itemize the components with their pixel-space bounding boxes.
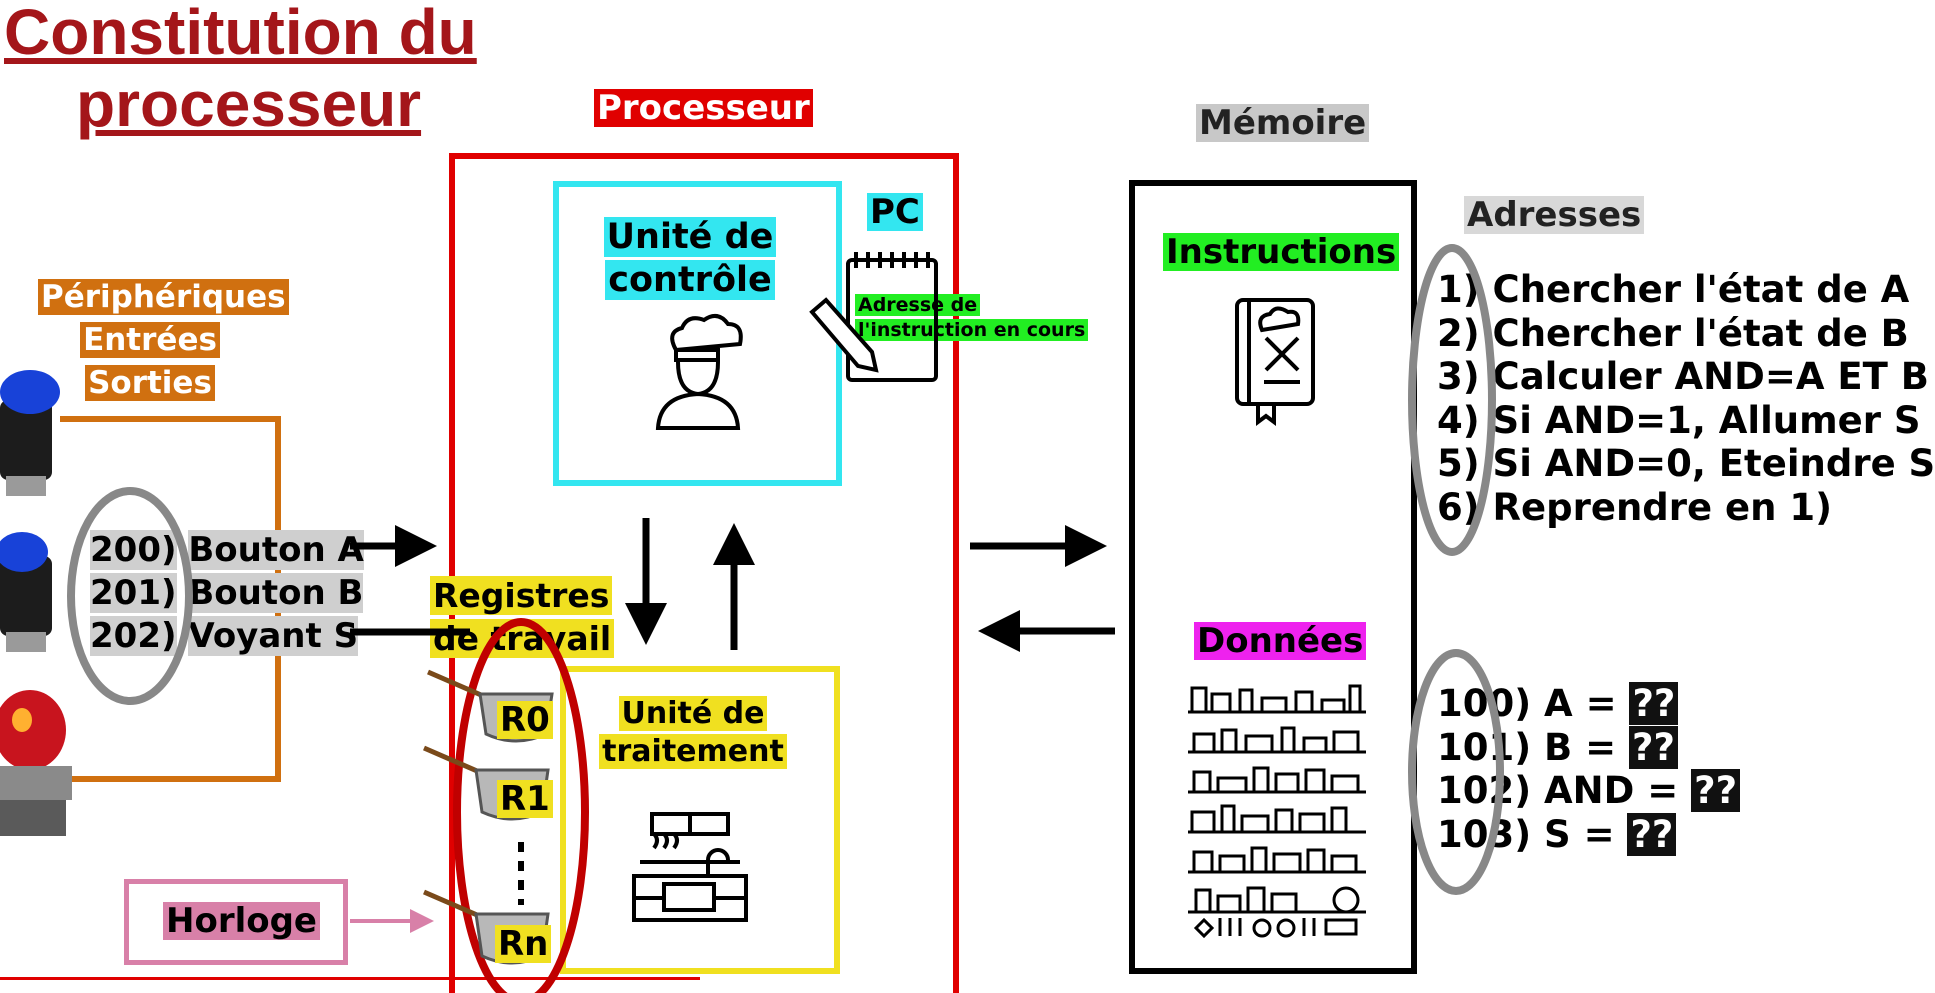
bottom-line (0, 977, 700, 980)
instruction-number: 4) (1437, 398, 1480, 442)
instruction-address-list: 1) Chercher l'état de A 2) Chercher l'ét… (1437, 268, 1935, 529)
register-oval (453, 618, 589, 993)
peripheral-item: 201) Bouton B (90, 572, 364, 615)
control-unit-label: Unité de contrôle (600, 216, 780, 302)
processor-label: Processeur (594, 89, 813, 127)
processor-box (449, 153, 959, 993)
data-name: S = (1544, 812, 1615, 856)
data-value: ?? (1629, 682, 1679, 725)
instruction-text: Si AND=1, Allumer S (1492, 398, 1921, 442)
clock-box (124, 879, 348, 965)
stove-icon (632, 812, 748, 922)
register-rn-label: Rn (495, 925, 552, 963)
instruction-item: 5) Si AND=0, Eteindre S (1437, 442, 1935, 486)
control-unit-line2: contrôle (605, 260, 775, 300)
data-address-oval (1408, 649, 1504, 895)
data-name: A = (1544, 682, 1617, 725)
peripheral-address-oval (67, 487, 193, 705)
data-address-list: 100) A = ?? 101) B = ?? 102) AND = ?? 10… (1437, 682, 1741, 857)
clock-label: Horloge (163, 902, 320, 940)
pantry-shelves-icon (1188, 684, 1366, 939)
instruction-text: Si AND=0, Eteindre S (1492, 442, 1935, 485)
peripheral-name: Bouton A (188, 530, 364, 570)
data-value: ?? (1627, 812, 1677, 856)
peripheral-name: Voyant S (188, 616, 359, 656)
instruction-address-oval (1408, 244, 1496, 556)
instruction-text: Chercher l'état de B (1492, 311, 1909, 355)
instructions-label: Instructions (1163, 233, 1400, 271)
memory-label: Mémoire (1196, 104, 1370, 142)
registers-line1: Registres (430, 576, 613, 615)
control-unit-line1: Unité de (603, 217, 777, 257)
instruction-text: Chercher l'état de A (1492, 268, 1910, 311)
peripheral-item: 202) Voyant S (90, 615, 364, 658)
peripherals-heading: Périphériques Entrées Sorties (38, 276, 289, 405)
pc-note: Adresse de l'instruction en cours (855, 293, 1089, 343)
notepad-icon (846, 252, 938, 382)
instruction-number: 2) (1437, 311, 1480, 355)
data-number: 102) (1437, 769, 1532, 812)
registers-line2: de travail (430, 619, 615, 658)
instruction-item: 4) Si AND=1, Allumer S (1437, 399, 1935, 443)
peripherals-heading-line1: Périphériques (38, 279, 289, 315)
instruction-text: Reprendre en 1) (1492, 485, 1832, 529)
title-line1: Constitution du (4, 0, 477, 68)
data-item: 101) B = ?? (1437, 725, 1740, 770)
blue-push-button-icon (0, 370, 60, 496)
memory-box (1129, 180, 1417, 974)
diagram-graphics (0, 244, 1504, 993)
peripheral-address: 201) (90, 573, 177, 613)
data-item: 102) AND = ?? (1437, 769, 1741, 813)
register-r1-label: R1 (497, 780, 553, 818)
processing-unit-box (560, 666, 840, 974)
instruction-item: 3) Calculer AND=A ET B (1437, 355, 1935, 399)
data-value: ?? (1629, 725, 1678, 769)
recipe-book-icon (1235, 298, 1315, 426)
data-number: 101) (1437, 725, 1532, 769)
peripherals-heading-line2: Entrées (80, 322, 220, 358)
data-number: 103) (1437, 812, 1532, 856)
data-value: ?? (1691, 769, 1741, 812)
data-name: B = (1544, 725, 1617, 769)
instruction-item: 2) Chercher l'état de B (1437, 312, 1935, 356)
data-label: Données (1194, 622, 1367, 660)
peripheral-item: 200) Bouton A (90, 529, 364, 572)
red-indicator-lamp-icon (0, 690, 72, 836)
chef-icon (655, 313, 743, 430)
title-line2: processeur (76, 68, 422, 140)
pencil-icon (809, 297, 879, 373)
pc-note-line2: l'instruction en cours (855, 319, 1089, 341)
register-r0-label: R0 (497, 701, 553, 739)
peripheral-name: Bouton B (188, 573, 364, 613)
blue-push-button-icon (0, 532, 52, 652)
data-item: 103) S = ?? (1437, 812, 1740, 857)
processing-unit-line2: traitement (599, 734, 787, 769)
processing-unit-line1: Unité de (618, 696, 768, 731)
peripheral-address: 202) (90, 616, 177, 656)
instruction-number: 3) (1437, 355, 1480, 398)
pc-note-line1: Adresse de (855, 294, 981, 316)
data-name: AND = (1544, 769, 1679, 812)
pc-label: PC (867, 193, 923, 231)
instruction-text: Calculer AND=A ET B (1492, 355, 1929, 398)
peripheral-address: 200) (90, 530, 177, 570)
registers-label: Registres de travail (430, 574, 615, 660)
addresses-label: Adresses (1464, 196, 1645, 234)
peripheral-list: 200) Bouton A 201) Bouton B 202) Voyant … (90, 529, 364, 658)
processing-unit-label: Unité de traitement (598, 695, 788, 771)
instruction-number: 5) (1437, 442, 1480, 485)
instruction-item: 6) Reprendre en 1) (1437, 486, 1935, 530)
peripherals-heading-line3: Sorties (85, 365, 215, 401)
